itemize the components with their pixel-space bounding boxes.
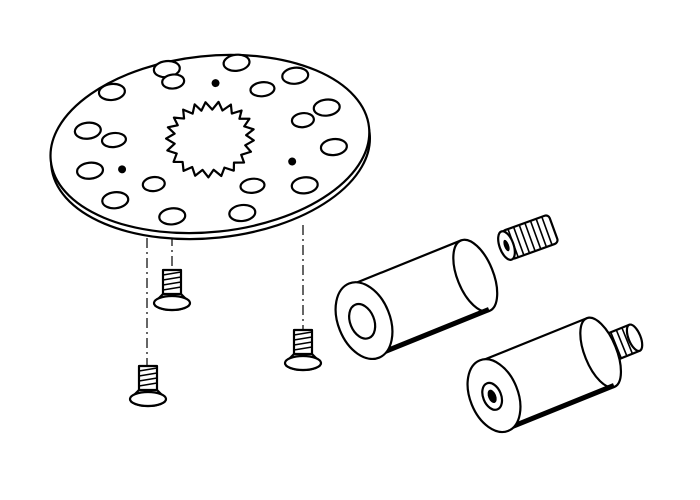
countersunk-screw xyxy=(128,364,168,408)
flange-plate xyxy=(49,53,372,241)
sleeve-adapter xyxy=(334,238,499,361)
spline-bore xyxy=(164,100,255,179)
grub-screw xyxy=(497,214,559,261)
countersunk-screw xyxy=(283,328,323,372)
countersunk-screw xyxy=(152,268,192,312)
threaded-stud-adapter xyxy=(466,316,644,434)
